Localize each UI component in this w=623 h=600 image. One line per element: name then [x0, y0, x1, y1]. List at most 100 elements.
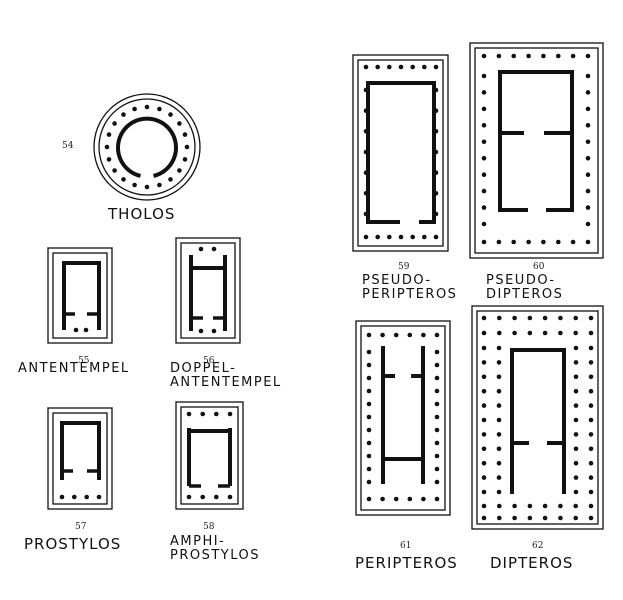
column-dot	[527, 515, 533, 521]
column-dot	[398, 234, 404, 240]
column-dot	[198, 246, 204, 252]
plan-number-prostylos: 57	[75, 522, 87, 532]
column-dot	[481, 360, 487, 365]
column-dot	[132, 182, 137, 188]
plan-label-pseudodipteros: PSEUDO- DIPTEROS	[486, 273, 564, 302]
plan-label-prostylos: PROSTYLOS	[24, 535, 122, 553]
column-dot	[573, 460, 579, 466]
column-dot	[588, 446, 594, 452]
column-dot	[481, 155, 487, 161]
column-dot	[481, 172, 487, 177]
column-dot	[168, 177, 173, 182]
column-dot	[366, 496, 372, 502]
column-dot	[573, 446, 579, 452]
column-dot	[588, 475, 594, 480]
column-dot	[588, 374, 594, 380]
column-dot	[366, 427, 372, 433]
column-dot	[511, 53, 516, 59]
column-dot	[573, 388, 579, 394]
column-dot	[573, 515, 578, 521]
column-dot	[481, 417, 487, 423]
column-dot	[366, 349, 372, 355]
column-dot	[387, 234, 392, 240]
plan-pseudodipteros	[469, 42, 604, 259]
column-dot	[157, 106, 162, 112]
column-dot	[177, 168, 182, 173]
column-dot	[363, 234, 369, 240]
column-dot	[496, 446, 502, 452]
column-dot	[375, 234, 381, 240]
column-dot	[481, 515, 487, 521]
column-dot	[433, 191, 439, 196]
plan-antentempel	[47, 247, 113, 344]
column-dot	[542, 330, 548, 336]
column-dot	[512, 503, 517, 509]
column-dot	[366, 414, 372, 420]
column-dot	[558, 503, 563, 509]
column-dot	[398, 64, 404, 70]
column-dot	[366, 479, 372, 485]
column-dot	[497, 503, 502, 509]
column-dot	[393, 332, 399, 338]
plan-number-tholos: 54	[62, 141, 74, 151]
column-dot	[497, 330, 502, 336]
column-dot	[585, 221, 591, 227]
column-dot	[168, 112, 173, 117]
column-dot	[585, 139, 591, 145]
column-dot	[512, 315, 517, 321]
column-dot	[481, 489, 487, 495]
column-dot	[380, 332, 385, 338]
column-dot	[496, 403, 502, 408]
column-dot	[434, 466, 440, 472]
column-dot	[527, 315, 533, 321]
column-dot	[496, 417, 502, 423]
column-dot	[556, 239, 561, 245]
column-dot	[214, 494, 219, 500]
column-dot	[585, 106, 591, 112]
plan-label-tholos: THOLOS	[108, 205, 176, 223]
column-dot	[481, 345, 487, 351]
column-dot	[558, 515, 563, 521]
column-dot	[112, 121, 117, 126]
column-dot	[481, 475, 487, 480]
column-dot	[184, 144, 190, 150]
column-dot	[434, 427, 440, 433]
column-dot	[366, 440, 372, 446]
column-dot	[481, 123, 487, 128]
column-dot	[481, 432, 487, 437]
column-dot	[481, 330, 487, 336]
plan-tholos	[93, 93, 201, 201]
column-dot	[496, 345, 502, 351]
column-dot	[144, 104, 150, 110]
column-dot	[227, 411, 233, 417]
plan-label-peripteros: PERIPTEROS	[355, 554, 458, 572]
column-dot	[421, 332, 426, 338]
column-dot	[407, 332, 413, 338]
column-dot	[421, 496, 426, 502]
column-dot	[573, 417, 579, 423]
plan-doppel-antentempel	[175, 237, 241, 344]
column-dot	[481, 106, 487, 112]
column-dot	[585, 239, 591, 245]
column-dot	[573, 403, 579, 408]
column-dot	[186, 494, 192, 500]
column-dot	[73, 327, 79, 333]
column-dot	[573, 489, 579, 495]
column-dot	[227, 494, 233, 500]
column-dot	[512, 330, 517, 336]
plan-label-dipteros: DIPTEROS	[490, 554, 574, 572]
tholos-cella-wall	[116, 116, 178, 178]
column-dot	[433, 170, 439, 175]
column-dot	[542, 515, 548, 521]
column-dot	[496, 374, 502, 380]
column-dot	[481, 388, 487, 394]
column-dot	[434, 375, 440, 381]
column-dot	[496, 53, 502, 59]
column-dot	[481, 221, 487, 227]
column-dot	[481, 403, 487, 408]
column-dot	[433, 87, 439, 93]
column-dot	[410, 64, 416, 70]
column-dot	[573, 330, 578, 336]
plan-label-doppel-antentempel: DOPPEL- ANTENTEMPEL	[170, 361, 282, 390]
